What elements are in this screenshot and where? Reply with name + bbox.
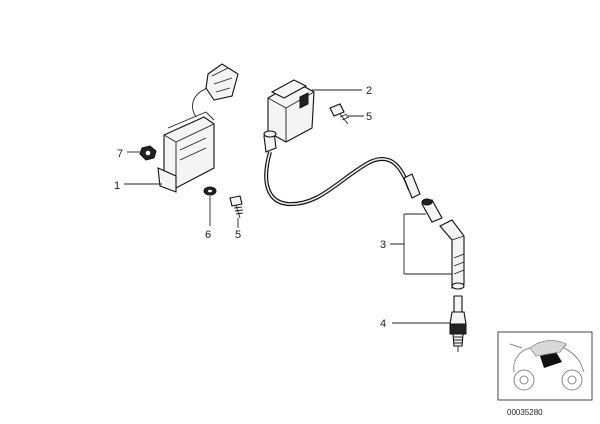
leader-lines: [124, 89, 452, 324]
ignition-coil: [263, 79, 315, 153]
spark-plug: [449, 295, 467, 352]
nut: [139, 145, 157, 161]
callout-7: 7: [117, 148, 123, 160]
motorcycle-thumbnail: [497, 331, 593, 401]
ignition-lead: [264, 151, 421, 207]
callout-1: 1: [114, 180, 120, 192]
callout-5-lower: 5: [235, 229, 241, 241]
spark-plug-connector: [421, 198, 465, 290]
screw-lower: [229, 195, 244, 219]
screw-upper: [329, 103, 350, 125]
washer: [203, 186, 217, 196]
callout-5-upper: 5: [366, 111, 372, 123]
diagram-reference-number: 00035280: [507, 408, 543, 417]
callout-2: 2: [366, 85, 372, 97]
callout-3: 3: [380, 239, 386, 251]
control-unit: [157, 63, 239, 193]
callout-6: 6: [205, 229, 211, 241]
callout-4: 4: [380, 318, 386, 330]
